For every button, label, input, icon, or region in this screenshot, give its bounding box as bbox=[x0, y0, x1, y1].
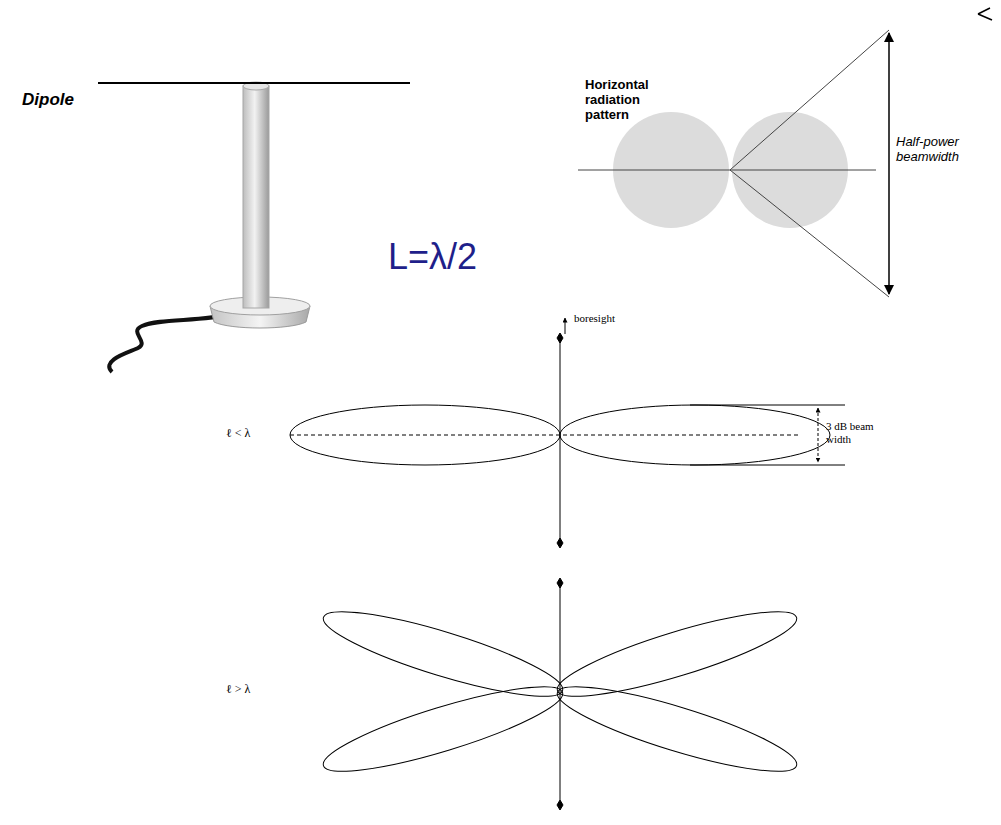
beam-edge bbox=[730, 30, 889, 170]
title-label: Dipole bbox=[22, 90, 112, 110]
pattern-lobe bbox=[317, 671, 569, 786]
pattern-lobe bbox=[551, 671, 803, 786]
dipole-end bbox=[557, 800, 563, 810]
dipole-end bbox=[557, 333, 563, 343]
dipole-line bbox=[560, 583, 561, 800]
pattern-lobe bbox=[317, 596, 569, 711]
dipole-end bbox=[557, 578, 563, 588]
lobe-axis bbox=[290, 435, 800, 436]
pattern-lobe bbox=[551, 596, 803, 711]
beamwidth-arrow bbox=[818, 408, 819, 462]
length-condition: ℓ > λ bbox=[226, 683, 286, 697]
pattern-axis bbox=[578, 170, 876, 171]
beamwidth-limit bbox=[690, 465, 845, 466]
beamwidth-label: Half-power beamwidth bbox=[896, 135, 996, 165]
pattern-title: Horizontal radiation pattern bbox=[585, 78, 680, 123]
horizontal-pattern bbox=[578, 30, 889, 297]
corner-fragment bbox=[978, 8, 992, 20]
beam-edge bbox=[730, 170, 889, 297]
beamwidth-label: 3 dB beam width bbox=[826, 420, 888, 445]
dipole-line bbox=[560, 338, 561, 543]
beamwidth-limit bbox=[690, 405, 845, 406]
dipole-antenna bbox=[98, 82, 410, 372]
dipole-end bbox=[557, 538, 563, 548]
antenna-mast bbox=[243, 86, 269, 308]
beamwidth-arrow bbox=[888, 33, 890, 294]
short-dipole-pattern bbox=[290, 318, 845, 548]
dipole-element bbox=[98, 82, 410, 84]
length-label: L=λ/2 bbox=[388, 236, 558, 277]
boresight-label: boresight bbox=[574, 312, 654, 325]
length-condition: ℓ < λ bbox=[226, 427, 286, 441]
long-dipole-pattern bbox=[317, 578, 803, 810]
boresight-arrow bbox=[565, 318, 566, 334]
cable bbox=[109, 314, 232, 372]
